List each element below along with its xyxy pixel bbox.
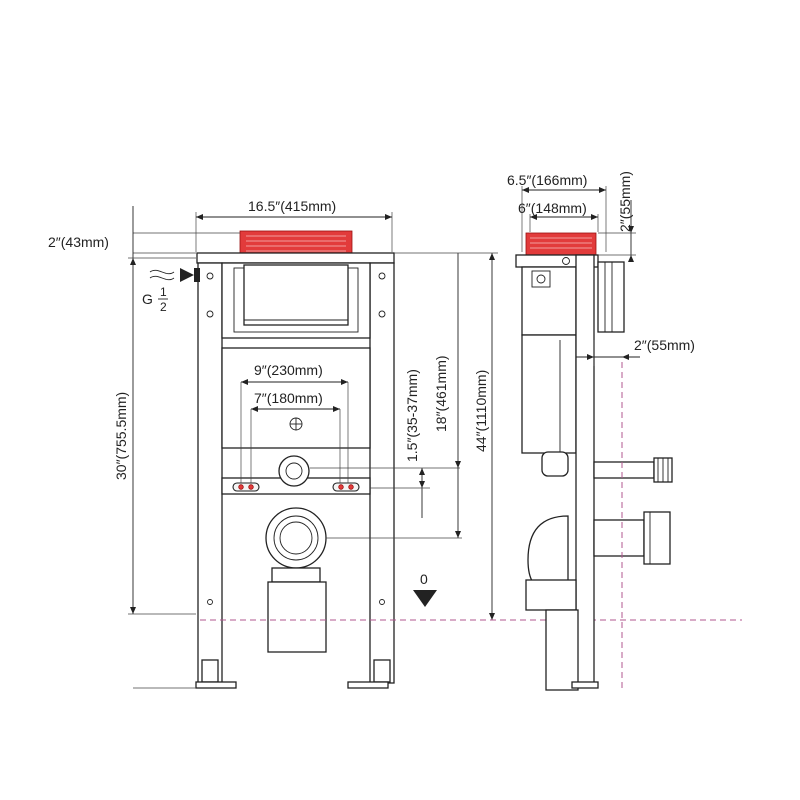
total-height-label: 44″(1110mm) xyxy=(473,370,489,452)
outlet-height-label: 18″(461mm) xyxy=(433,355,449,432)
front-view: G 1 2 16.5″(415mm) 2″(43mm) 30″(755.5mm) xyxy=(48,198,742,689)
side-depth-outer-label: 6.5″(166mm) xyxy=(507,172,587,188)
dim-inlet-offset: 1.5″(35-37mm) xyxy=(310,369,460,518)
flush-plate-side xyxy=(525,232,597,256)
dim-top-offset: 2″(43mm) xyxy=(48,232,240,254)
floor-marker: 0 xyxy=(413,571,437,607)
dim-inlet-height: 30″(755.5mm) xyxy=(113,206,196,615)
side-upright xyxy=(575,254,595,686)
front-feet xyxy=(195,599,391,689)
flush-plate-front xyxy=(239,230,353,256)
dim-front-width: 16.5″(415mm) xyxy=(195,198,393,252)
inlet-height-label: 30″(755.5mm) xyxy=(113,392,129,480)
mounting-bolts xyxy=(232,482,360,492)
dim-mount-spacing: 9″(230mm) xyxy=(240,362,349,483)
side-cistern xyxy=(521,266,577,454)
side-inlet-pipe xyxy=(593,457,673,483)
mount-spacing-label: 9″(230mm) xyxy=(254,362,323,378)
dim-total-height: 44″(1110mm) xyxy=(394,252,498,620)
floor-marker-label: 0 xyxy=(420,571,428,587)
bolt-spacing-label: 7″(180mm) xyxy=(254,390,323,406)
side-flush-housing xyxy=(597,261,625,333)
pipe-thread-numerator: 1 xyxy=(160,285,167,299)
pipe-thread-denominator: 2 xyxy=(160,300,167,314)
flush-outlet xyxy=(278,455,310,487)
drain-elbow xyxy=(265,507,327,653)
front-width-label: 16.5″(415mm) xyxy=(248,198,336,214)
side-depth-inner-label: 6″(148mm) xyxy=(518,200,587,216)
left-upright xyxy=(197,262,223,684)
side-wall-offset-label: 2″(55mm) xyxy=(634,337,695,353)
dim-side-wall-offset: 2″(55mm) xyxy=(576,337,695,366)
top-offset-label: 2″(43mm) xyxy=(48,234,109,250)
top-rail xyxy=(196,252,395,264)
side-elbow xyxy=(525,451,579,691)
side-foot xyxy=(571,681,599,689)
side-drain-pipe xyxy=(593,511,671,565)
pipe-thread-label: G xyxy=(142,291,153,307)
dim-side-top-offset: 2″(55mm) xyxy=(598,171,636,262)
dim-side-depth-inner: 6″(148mm) xyxy=(518,200,599,232)
dim-outlet-height: 18″(461mm) xyxy=(326,253,462,539)
side-view: 6.5″(166mm) 6″(148mm) 2″(55mm) 2″(55mm) xyxy=(507,171,695,692)
cistern-box xyxy=(206,262,386,339)
dim-side-depth-outer: 6.5″(166mm) xyxy=(507,172,607,252)
dim-bolt-spacing: 7″(180mm) xyxy=(250,390,341,483)
inlet-offset-label: 1.5″(35-37mm) xyxy=(404,369,420,462)
mount-panel xyxy=(221,347,371,449)
side-top-offset-label: 2″(55mm) xyxy=(617,171,633,232)
water-inlet-marker: G 1 2 xyxy=(142,268,200,314)
